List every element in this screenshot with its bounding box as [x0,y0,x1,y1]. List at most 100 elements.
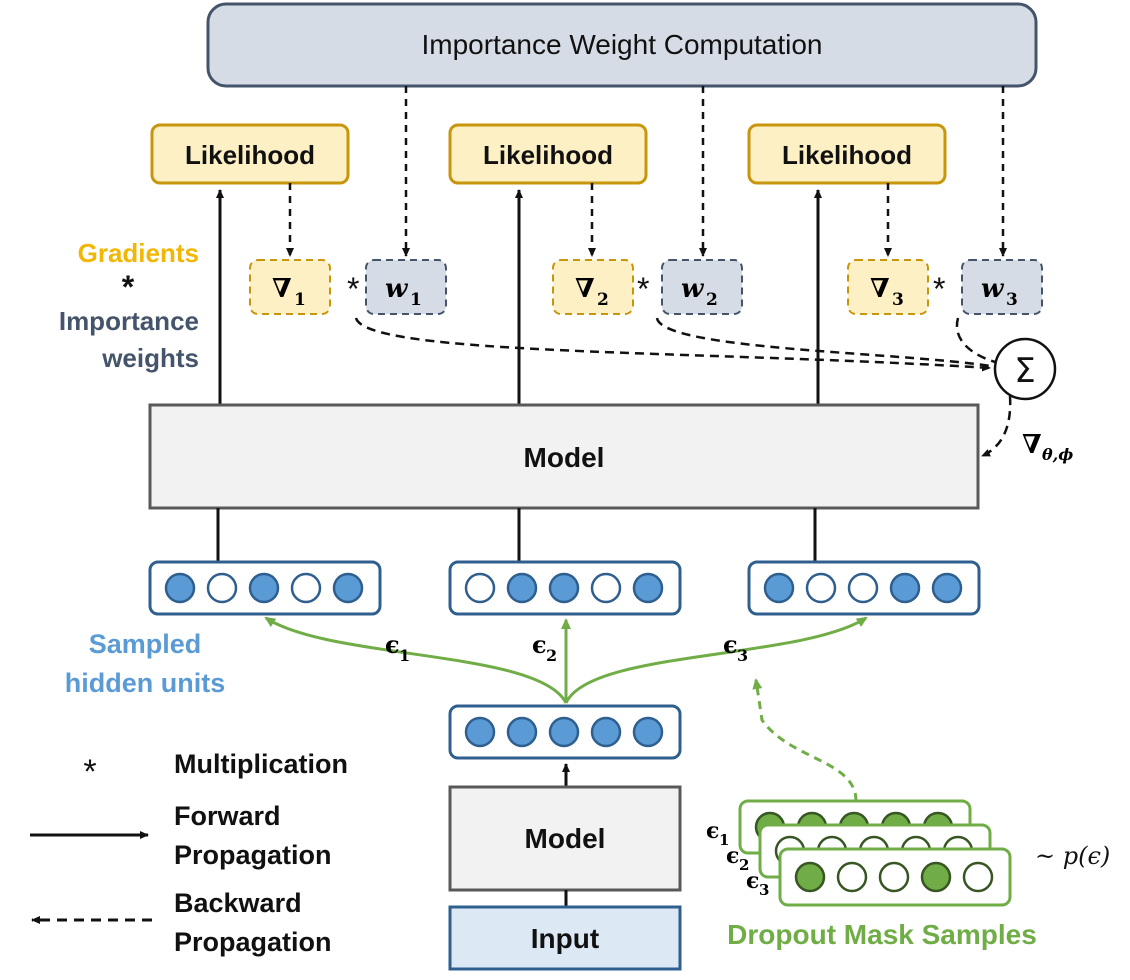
grad-theta-phi-symbol: ∇ [1022,430,1042,460]
mask-unit-2 [836,861,868,893]
weight-symbol-2: w [681,274,705,304]
left-star: * [122,269,135,305]
hidden-unit-r3-2 [805,572,837,604]
legend-forward-2: Propagation [174,840,332,870]
mask-eps-1-symbol: ϵ [706,818,719,844]
sum-dashed-curves [354,317,1012,458]
gradient-box-2 [552,259,634,315]
legend-forward-1: Forward [174,801,281,831]
gradient-dashed-arrows [286,183,892,257]
weight-box-1 [365,259,447,315]
gradient-term-1: ∇ 1 * w 1 [249,259,447,315]
input-hidden-row [448,704,682,760]
mask-eps-3-symbol: ϵ [746,868,759,894]
sum-node: Σ [993,337,1057,401]
star-2: * [637,271,649,307]
likelihood-box-2: Likelihood [448,123,648,185]
eps-1-symbol: ϵ [385,630,400,659]
weight-symbol-3: w [981,274,1005,304]
legend-backward-1: Backward [174,888,302,918]
hidden-unit-r1-1 [164,572,196,604]
model-box-bottom: Model [448,785,682,892]
weight-box-3 [961,259,1043,315]
gradient-term-2: ∇ 2 * w 2 [552,259,743,315]
hidden-unit-r1-2 [206,572,238,604]
gradient-symbol-2: ∇ [575,274,595,304]
hidden-unit-r1-4 [290,572,322,604]
dropout-mask-title: Dropout Mask Samples [727,919,1037,950]
left-legend: Gradients * Importance weights [59,238,199,373]
hidden-unit-r2-2 [506,572,538,604]
input-hidden-unit-1 [464,716,496,748]
hidden-unit-r1-3 [248,572,280,604]
sum-symbol: Σ [1014,351,1035,391]
legend-mult-label: Multiplication [174,749,348,779]
eps-3-sub: 3 [737,646,748,665]
legend-backward-2: Propagation [174,927,332,957]
likelihood-label-3: Likelihood [782,140,912,170]
mask-eps-1-sub: 1 [719,831,729,849]
input-hidden-unit-4 [590,716,622,748]
hidden-unit-r1-5 [332,572,364,604]
hidden-units-row-1 [148,560,382,616]
mask-epsilon-labels: ϵ 1 ϵ 2 ϵ 3 [706,818,769,899]
gradient-symbol-1: ∇ [272,274,292,304]
sampled-line2: hidden units [65,668,225,698]
input-hidden-unit-5 [632,716,664,748]
legend-mult-symbol: * [83,753,96,791]
hidden-units-row-2 [448,560,682,616]
green-sample-arrows [264,616,868,704]
model-box-top: Model [148,403,980,510]
forward-arrows-top [216,189,822,405]
bottom-legend: * Multiplication Forward Propagation Bac… [30,749,348,957]
gradient-sub-3: 3 [892,290,904,310]
weight-dashed-arrows [402,86,1007,257]
input-hidden-unit-2 [506,716,538,748]
input-label: Input [531,923,599,954]
star-3: * [933,271,945,307]
hidden-unit-r2-5 [632,572,664,604]
input-hidden-unit-3 [548,716,580,748]
likelihood-box-1: Likelihood [150,123,350,185]
eps-1-sub: 1 [399,646,410,665]
hidden-unit-r3-1 [763,572,795,604]
input-box: Input [448,905,682,971]
mask-unit-5 [962,861,994,893]
likelihood-label-2: Likelihood [483,140,613,170]
weight-sub-3: 3 [1006,290,1018,310]
hidden-unit-r2-1 [464,572,496,604]
mask-dashed-arrow [752,678,858,802]
importance-weight-computation-box: Importance Weight Computation [206,2,1038,88]
mask-unit-4 [920,861,952,893]
weight-sub-2: 2 [706,290,718,310]
likelihood-box-3: Likelihood [747,123,947,185]
weights-label: weights [101,343,199,373]
star-1: * [347,271,359,307]
gradient-box-3 [847,259,929,315]
dropout-mask-stack [738,799,1012,907]
weight-box-2 [661,259,743,315]
gradient-box-1 [249,259,331,315]
eps-2-sub: 2 [546,646,557,665]
hidden-to-model-lines [216,508,817,562]
importance-label: Importance [59,306,199,336]
weight-sub-1: 1 [410,290,422,310]
grad-theta-phi-sub: θ,ϕ [1042,445,1073,464]
weight-symbol-1: w [385,274,409,304]
eps-3-symbol: ϵ [723,630,738,659]
mask-unit-1 [794,861,826,893]
mask-unit-3 [878,861,910,893]
gradients-label: Gradients [78,238,199,268]
hidden-unit-r3-5 [931,572,963,604]
importance-weight-title: Importance Weight Computation [421,29,822,60]
gradient-term-3: ∇ 3 * w 3 [847,259,1043,315]
hidden-unit-r2-4 [590,572,622,604]
model-top-label: Model [524,442,605,473]
likelihood-label-1: Likelihood [185,140,315,170]
eps-2-symbol: ϵ [532,630,547,659]
gradient-sub-2: 2 [597,290,609,310]
sampled-hidden-label: Sampled hidden units [65,629,225,698]
hidden-unit-r3-4 [889,572,921,604]
mask-eps-2-sub: 2 [739,856,749,874]
